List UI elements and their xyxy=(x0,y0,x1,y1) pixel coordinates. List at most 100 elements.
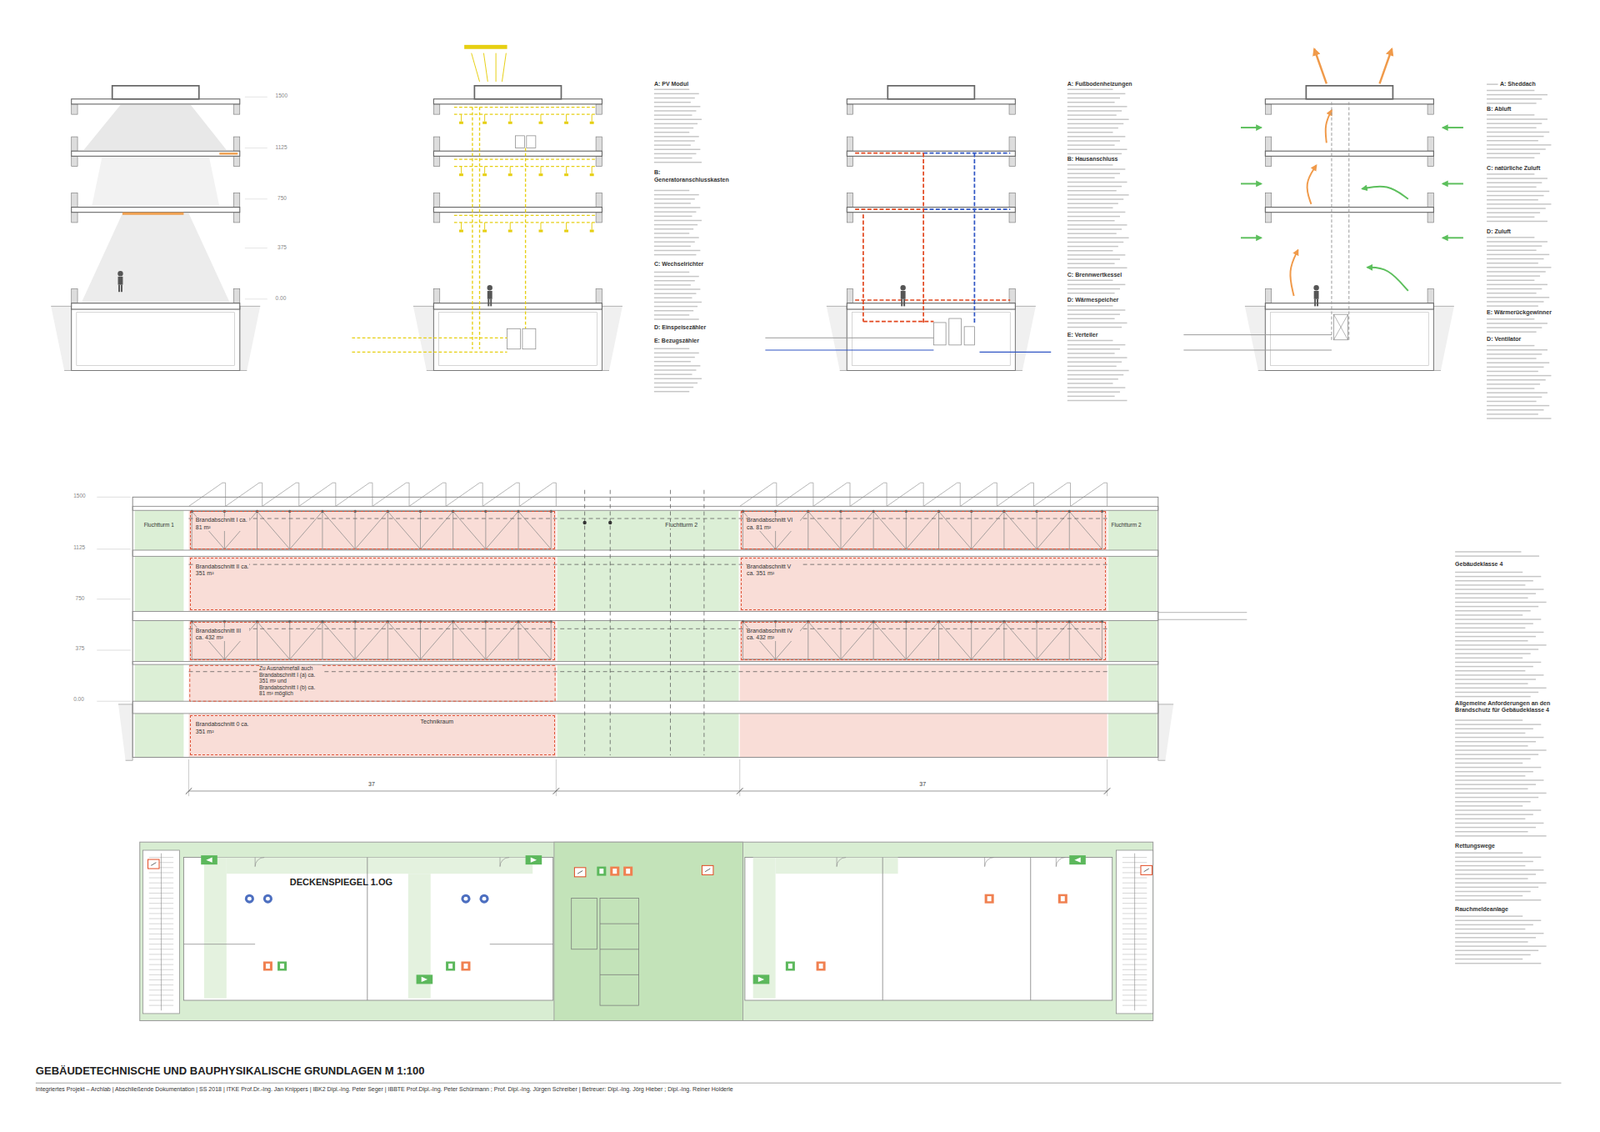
fire-compartment: Brandabschnitt I ca. 81 m² xyxy=(190,510,555,549)
escape-tower xyxy=(1108,510,1158,757)
plan-title: DECKENSPIEGEL 1.OG xyxy=(290,876,393,888)
text-line xyxy=(1455,597,1528,599)
text-line xyxy=(1067,105,1128,107)
building-section xyxy=(413,85,623,371)
riser-dot xyxy=(608,520,612,525)
lamp xyxy=(564,173,569,176)
text-line xyxy=(1067,168,1126,170)
fire-sign xyxy=(985,894,995,904)
truss-diagonal xyxy=(840,621,874,660)
text-line xyxy=(654,127,694,129)
text-line xyxy=(1067,245,1119,247)
shed-tooth xyxy=(335,482,373,506)
text-line xyxy=(1455,674,1544,675)
text-line xyxy=(1067,220,1115,221)
dimension-tick xyxy=(553,787,560,794)
basement-room xyxy=(439,312,598,366)
text-line xyxy=(1486,236,1535,238)
text-line xyxy=(1455,890,1531,892)
fire-compartment-fill xyxy=(189,510,557,757)
text-line xyxy=(1486,173,1535,175)
text-line xyxy=(1455,783,1536,785)
compartment-label: Brandabschnitt II ca. 351 m² xyxy=(195,563,250,578)
building-section xyxy=(826,85,1036,371)
mandatory-sign xyxy=(480,894,490,904)
text-line xyxy=(1067,352,1115,354)
text-line xyxy=(1455,584,1525,585)
air-flow-arrow xyxy=(1325,110,1332,143)
text-line xyxy=(1486,400,1537,402)
heating-pipe xyxy=(923,208,1010,210)
fire-compartment: Brandabschnitt IV ca. 432 m² xyxy=(740,621,1106,661)
fan-box xyxy=(1333,314,1348,340)
level-line xyxy=(245,96,268,98)
lamp-wire xyxy=(510,222,511,230)
floor-slab xyxy=(1265,303,1434,310)
sign-glyph xyxy=(464,963,469,969)
person-head xyxy=(117,270,123,276)
compartment-label: Brandabschnitt I ca. 81 m² xyxy=(195,516,250,531)
lamp xyxy=(539,230,544,233)
lamp-wire xyxy=(540,222,541,230)
room-label: Technikraum xyxy=(420,718,454,725)
text-line xyxy=(1455,770,1534,772)
truss-post xyxy=(1003,621,1005,660)
floor-slab xyxy=(132,660,1159,665)
text-line xyxy=(1455,950,1539,951)
air-flow-arrow xyxy=(1367,267,1409,291)
air-out-arrow xyxy=(1380,49,1393,85)
exit-arrow xyxy=(530,857,537,863)
text-line xyxy=(1067,164,1114,165)
facade-wall xyxy=(71,289,78,304)
sheet-caption: Integriertes Projekt – Archlab | Abschli… xyxy=(35,1085,734,1092)
facade-wall xyxy=(433,104,440,115)
text-line xyxy=(654,97,695,99)
person-leg xyxy=(900,299,903,307)
truss-diagonal xyxy=(1004,621,1037,660)
text-line xyxy=(1455,657,1523,659)
tower-label: Fluchtturm 2 xyxy=(665,521,698,529)
truss-diagonal xyxy=(1069,621,1102,660)
air-in-arrow xyxy=(1442,236,1463,239)
lamp-wire xyxy=(540,114,541,122)
text-line xyxy=(1455,932,1544,934)
text-line xyxy=(1455,695,1531,697)
text-line xyxy=(1455,631,1544,633)
sun-ray xyxy=(495,53,497,82)
service-line xyxy=(189,628,1108,630)
truss-diagonal xyxy=(939,510,972,549)
meter-box xyxy=(507,328,521,349)
text-line xyxy=(1067,215,1120,217)
heading: Allgemeine Anforderungen an den Brandsch… xyxy=(1455,700,1552,715)
truss-post xyxy=(938,510,940,549)
truss-diagonal xyxy=(808,510,841,549)
text-line xyxy=(1486,90,1535,91)
truss-post xyxy=(742,621,744,660)
text-line xyxy=(1455,860,1534,862)
truss-diagonal xyxy=(905,510,939,549)
truss-diagonal xyxy=(971,621,1005,660)
lamp-wire xyxy=(460,166,462,175)
room-block xyxy=(745,857,1113,1000)
sign-glyph xyxy=(788,963,793,969)
text-line xyxy=(1455,555,1540,556)
text-line xyxy=(1455,877,1528,879)
truss-post xyxy=(321,621,323,660)
facade-wall xyxy=(433,289,440,304)
text-line xyxy=(1067,292,1115,294)
escape-tower xyxy=(135,510,185,757)
air-line xyxy=(1183,350,1332,351)
facade-wall xyxy=(433,212,440,223)
text-line xyxy=(654,101,691,103)
text-line xyxy=(1455,670,1525,671)
text-line xyxy=(1486,305,1539,306)
text-line xyxy=(1067,135,1126,137)
compartment-label: Brandabschnitt VI ca. 81 m² xyxy=(746,516,800,531)
text-line xyxy=(654,89,690,90)
stair-rail xyxy=(1134,853,1135,1011)
text-line xyxy=(1067,153,1122,155)
facade-wall xyxy=(846,289,853,304)
stair xyxy=(142,850,180,1014)
level-line xyxy=(96,650,130,651)
